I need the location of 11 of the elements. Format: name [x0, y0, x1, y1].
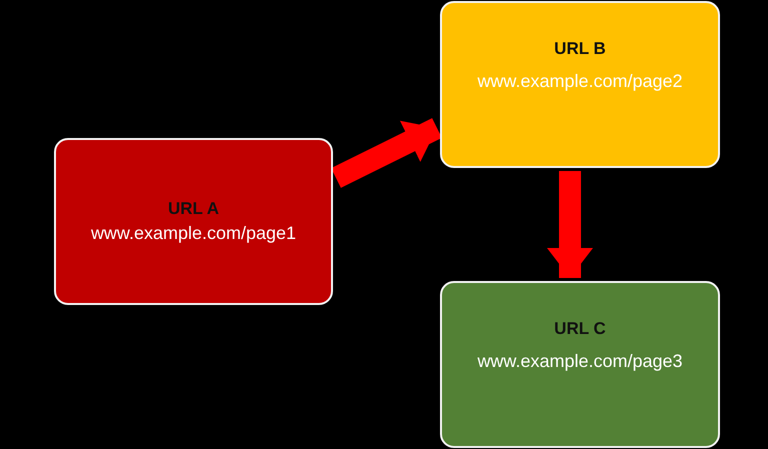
url-text: www.example.com/page2 — [477, 71, 683, 92]
url-heading: URL B — [554, 39, 606, 59]
url-box — [440, 1, 720, 168]
url-heading: URL C — [554, 319, 606, 339]
url-text: www.example.com/page1 — [90, 223, 296, 244]
url-text: www.example.com/page3 — [477, 351, 683, 372]
url-box — [440, 281, 720, 448]
block-arrow — [331, 118, 442, 188]
url-box — [54, 138, 333, 305]
block-arrow — [547, 171, 593, 278]
url-heading: URL A — [168, 199, 219, 219]
